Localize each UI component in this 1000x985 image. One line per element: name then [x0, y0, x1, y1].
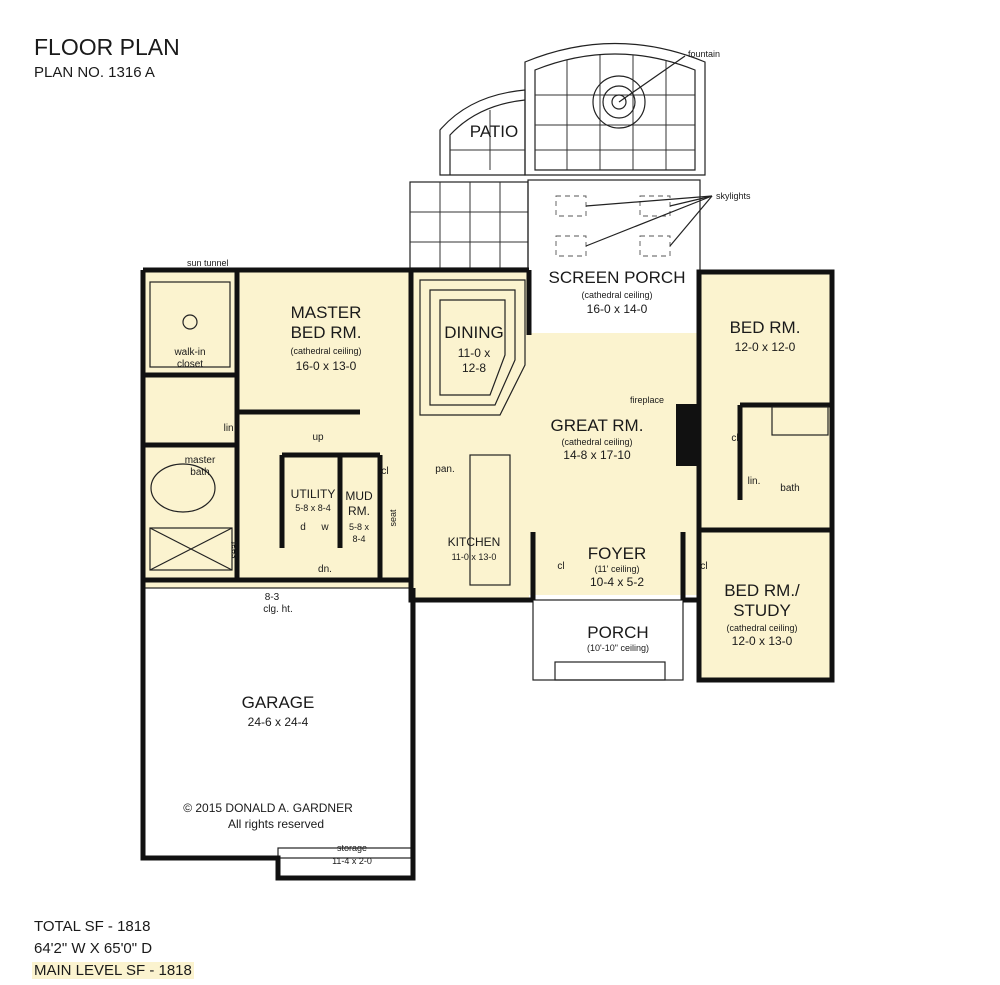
- storage-name: storage: [337, 843, 367, 853]
- screen-porch-size: 16-0 x 14-0: [587, 302, 648, 316]
- dining-name: DINING: [444, 323, 504, 342]
- walk-in-label1: walk-in: [173, 347, 205, 358]
- great-room-note: (cathedral ceiling): [561, 437, 632, 447]
- sun-tunnel-label: sun tunnel: [187, 258, 229, 268]
- bath2-lin: lin.: [748, 476, 761, 487]
- stairs-up: up: [312, 432, 324, 443]
- patio-area: [409, 42, 706, 269]
- storage-size: 11-4 x 2-0: [332, 856, 372, 866]
- copyright-label: © 2015 DONALD A. GARDNER: [183, 801, 353, 815]
- rights-label: All rights reserved: [228, 817, 324, 831]
- ceiling-height-label: clg. ht.: [263, 604, 292, 615]
- master-bed-name2: BED RM.: [291, 323, 362, 342]
- mud-room-name1: MUD: [345, 489, 373, 503]
- mud-room-size2: 8-4: [352, 534, 365, 544]
- mud-room-size1: 5-8 x: [349, 522, 370, 532]
- bed2-cl: cl: [731, 433, 738, 444]
- garage-size: 24-6 x 24-4: [248, 715, 309, 729]
- patio-label: PATIO: [470, 122, 519, 141]
- study-size: 12-0 x 13-0: [732, 634, 793, 648]
- garage-name: GARAGE: [242, 693, 315, 712]
- screen-porch-note: (cathedral ceiling): [581, 290, 652, 300]
- mud-room-seat: seat: [388, 509, 398, 527]
- total-sf: TOTAL SF - 1818: [34, 918, 151, 935]
- dining-size2: 12-8: [462, 361, 486, 375]
- study-name1: BED RM./: [724, 581, 800, 600]
- washer-label: w: [320, 522, 329, 533]
- porch-name: PORCH: [587, 623, 648, 642]
- mud-room-cl: cl: [381, 466, 388, 477]
- mud-room-name2: RM.: [348, 504, 370, 518]
- porch-note: (10'-10" ceiling): [587, 643, 649, 653]
- dining-size1: 11-0 x: [458, 346, 490, 360]
- ceiling-height-value: 8-3: [265, 592, 280, 603]
- master-bath-label2: bath: [190, 467, 209, 478]
- kitchen-name: KITCHEN: [448, 535, 501, 549]
- bed2-name: BED RM.: [730, 318, 801, 337]
- kitchen-size: 11-0 x 13-0: [452, 552, 497, 562]
- foyer-name: FOYER: [588, 544, 647, 563]
- dryer-label: d: [300, 522, 306, 533]
- foyer-size: 10-4 x 5-2: [590, 575, 644, 589]
- bed2-size: 12-0 x 12-0: [735, 340, 796, 354]
- bath2-label: bath: [780, 483, 799, 494]
- study-cl: cl: [700, 561, 707, 572]
- master-bath-seat: seat: [229, 541, 239, 559]
- plan-number: PLAN NO. 1316 A: [34, 64, 155, 81]
- foyer-cl: cl: [557, 561, 564, 572]
- skylights-label: skylights: [716, 191, 751, 201]
- study-note: (cathedral ceiling): [726, 623, 797, 633]
- master-bed-note: (cathedral ceiling): [290, 346, 361, 356]
- dimensions: 64'2" W X 65'0" D: [34, 940, 153, 957]
- master-bed-size: 16-0 x 13-0: [296, 359, 357, 373]
- utility-name: UTILITY: [291, 487, 336, 501]
- screen-porch-name: SCREEN PORCH: [549, 268, 686, 287]
- interior-walls: [143, 270, 832, 600]
- study-name2: STUDY: [733, 601, 791, 620]
- great-room-name: GREAT RM.: [551, 416, 644, 435]
- pantry-label: pan.: [435, 464, 454, 475]
- foyer-note: (11' ceiling): [594, 564, 639, 574]
- master-bath-lin: lin.: [224, 423, 237, 434]
- plan-title: FLOOR PLAN: [34, 34, 180, 60]
- master-bath-label1: master: [185, 455, 216, 466]
- walk-in-label2: closet: [177, 359, 203, 370]
- main-level-sf: MAIN LEVEL SF - 1818: [32, 962, 194, 979]
- great-room-size: 14-8 x 17-10: [563, 448, 631, 462]
- stairs-down: dn.: [318, 564, 332, 575]
- fountain-label: fountain: [688, 49, 720, 59]
- utility-size: 5-8 x 8-4: [295, 503, 331, 513]
- master-bed-name1: MASTER: [291, 303, 362, 322]
- fireplace-label: fireplace: [630, 395, 664, 405]
